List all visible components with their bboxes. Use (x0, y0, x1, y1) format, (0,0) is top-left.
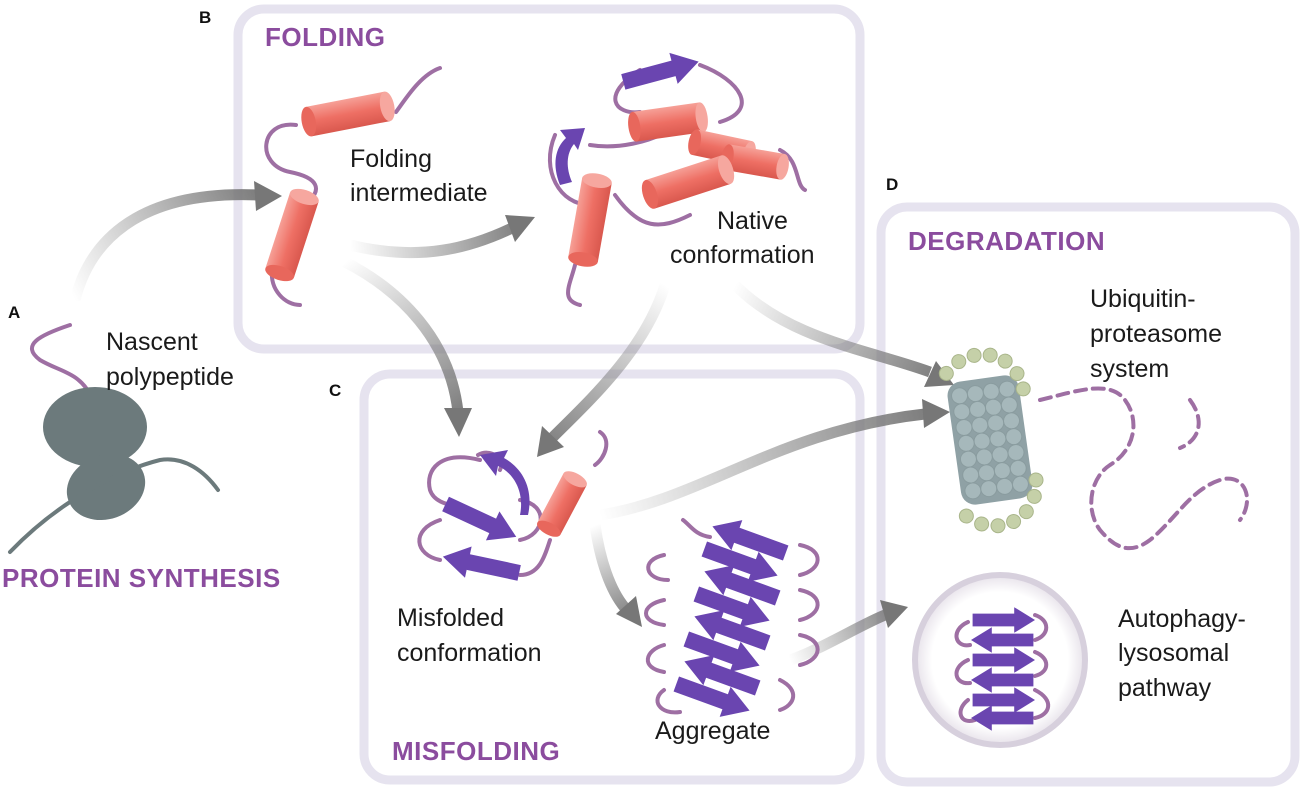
pathway-arrows (69, 181, 954, 666)
arrow-intermediate-to-misfolded (342, 257, 464, 413)
label-intermediate-line1: Folding (350, 145, 432, 173)
arrow-native-to-proteasome (731, 281, 932, 378)
folding-panel (233, 4, 865, 354)
label-alp-line3: pathway (1118, 674, 1212, 702)
arrowhead (254, 181, 282, 211)
label-ups-line2: proteasome (1090, 320, 1222, 348)
panel-letter-b: B (199, 8, 211, 27)
ribosome-icon (8, 323, 220, 554)
title-degradation: DEGRADATION (908, 226, 1105, 256)
title-protein-synthesis: PROTEIN SYNTHESIS (2, 563, 281, 593)
label-misfolded-line1: Misfolded (397, 604, 504, 632)
folding-intermediate-icon (263, 66, 442, 307)
panel-letter-d: D (886, 175, 898, 194)
strand-arrow-icon (555, 128, 585, 185)
arrowhead (505, 215, 535, 242)
arrowhead (922, 399, 950, 428)
arrow-misfolded-to-aggregate (589, 524, 630, 612)
arrow-misfolded-to-proteasome (599, 408, 926, 521)
arrowhead (537, 426, 564, 457)
title-folding: FOLDING (265, 22, 386, 52)
arrowhead (616, 596, 642, 627)
label-nascent-line1: Nascent (106, 328, 198, 356)
lysosome-icon (912, 572, 1088, 748)
label-misfolded-line2: conformation (397, 639, 542, 667)
label-aggregate: Aggregate (655, 717, 770, 745)
label-intermediate-line2: intermediate (350, 179, 488, 207)
arrow-native-to-misfolded (548, 283, 671, 442)
aggregate-icon (644, 511, 820, 726)
label-ups-line3: system (1090, 355, 1169, 383)
label-alp-line1: Autophagy- (1118, 605, 1246, 633)
strand-arrow-icon (480, 450, 530, 515)
native-conformation-icon (548, 46, 807, 307)
arrowhead (880, 600, 908, 628)
arrow-intermediate-to-native (348, 223, 515, 259)
arrow-synthesis-to-intermediate (69, 189, 259, 302)
proteasome-icon (938, 347, 1250, 551)
arrow-aggregate-to-lysosome (788, 609, 888, 666)
title-misfolding: MISFOLDING (392, 736, 560, 766)
panel-letter-c: C (329, 381, 341, 400)
arrowhead (444, 408, 472, 437)
label-native-line1: Native (717, 207, 788, 235)
panel-letter-a: A (8, 303, 20, 322)
label-alp-line2: lysosomal (1118, 639, 1229, 667)
label-ups-line1: Ubiquitin- (1090, 285, 1196, 313)
misfolded-conformation-icon (417, 430, 609, 589)
label-native-line2: conformation (670, 241, 815, 269)
label-nascent-line2: polypeptide (106, 363, 234, 391)
